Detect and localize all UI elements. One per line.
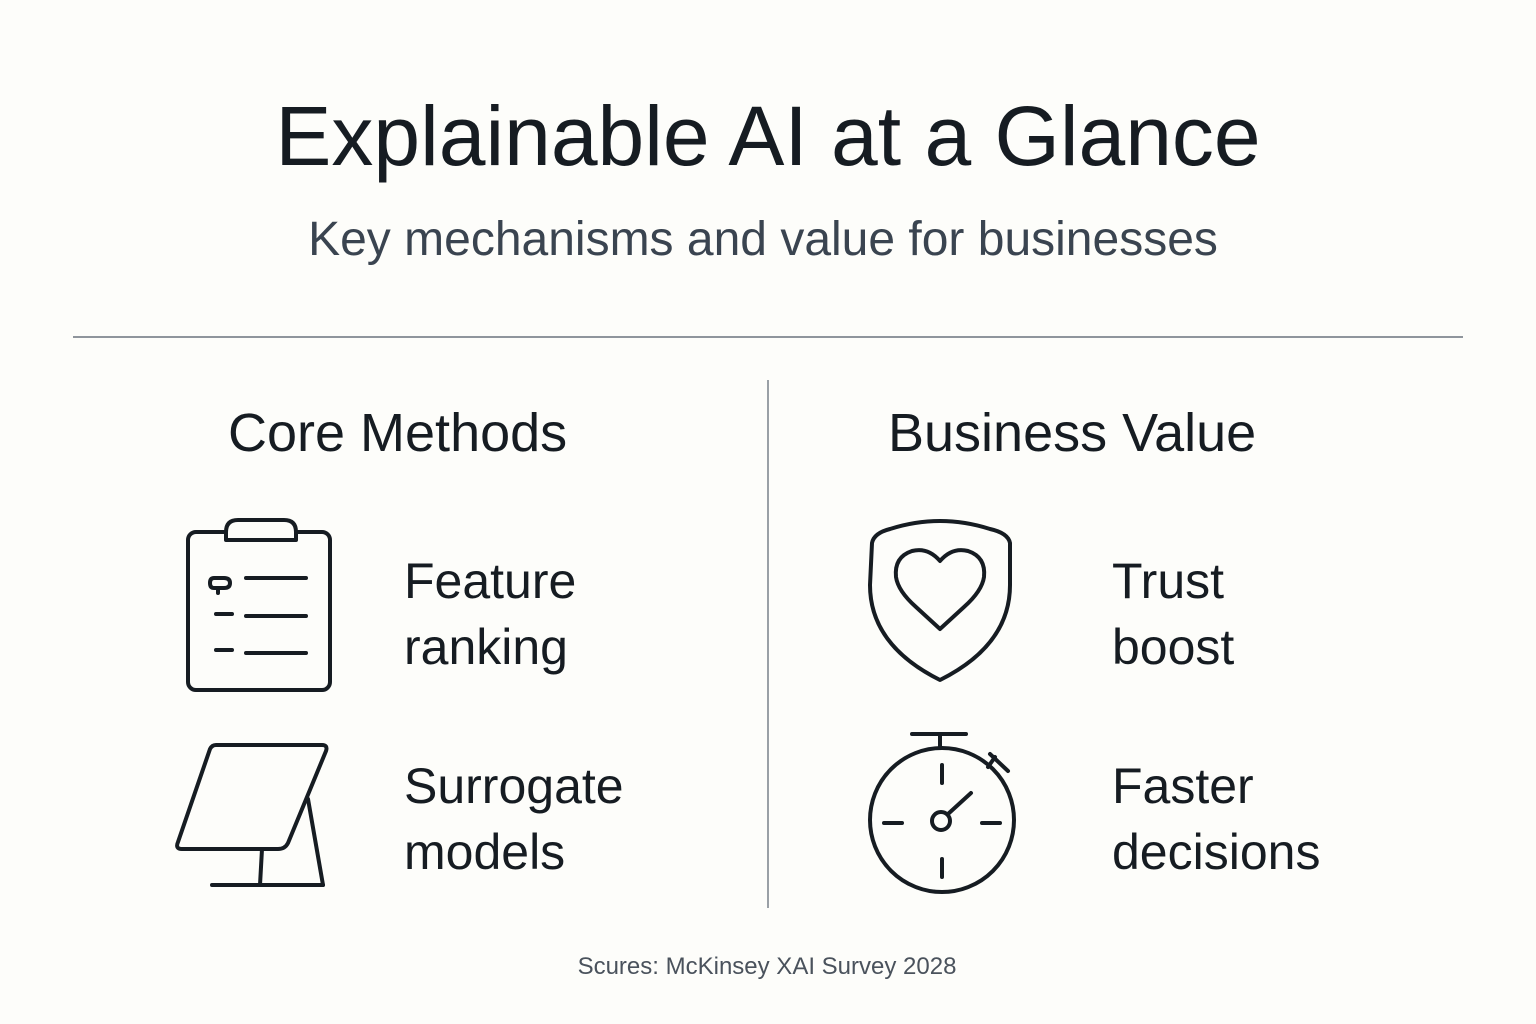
horizontal-divider [73,336,1463,338]
faster-decisions-label: Faster decisions [1112,753,1320,885]
label-line: Feature [404,553,577,609]
trust-boost-label: Trust boost [1112,548,1234,680]
label-line: decisions [1112,824,1321,880]
stopwatch-icon [868,732,1016,894]
business-value-heading: Business Value [888,403,1257,463]
core-methods-heading: Core Methods [228,403,568,463]
label-line: Surrogate [404,758,624,814]
label-line: boost [1112,619,1235,675]
label-line: Trust [1112,553,1225,609]
vertical-divider [767,380,769,908]
label-line: ranking [404,619,568,675]
label-line: models [404,824,566,880]
tablet-stand-icon [175,743,329,887]
page-title: Explainable AI at a Glance [275,89,1261,183]
label-line: Faster [1112,758,1254,814]
feature-ranking-label: Feature ranking [404,548,576,680]
surrogate-models-label: Surrogate models [404,753,624,885]
clipboard-list-icon [186,518,332,692]
page-subtitle: Key mechanisms and value for businesses [308,213,1218,266]
source-note: Scures: McKinsey XAI Survey 2028 [577,953,957,980]
shield-heart-icon [868,519,1012,682]
